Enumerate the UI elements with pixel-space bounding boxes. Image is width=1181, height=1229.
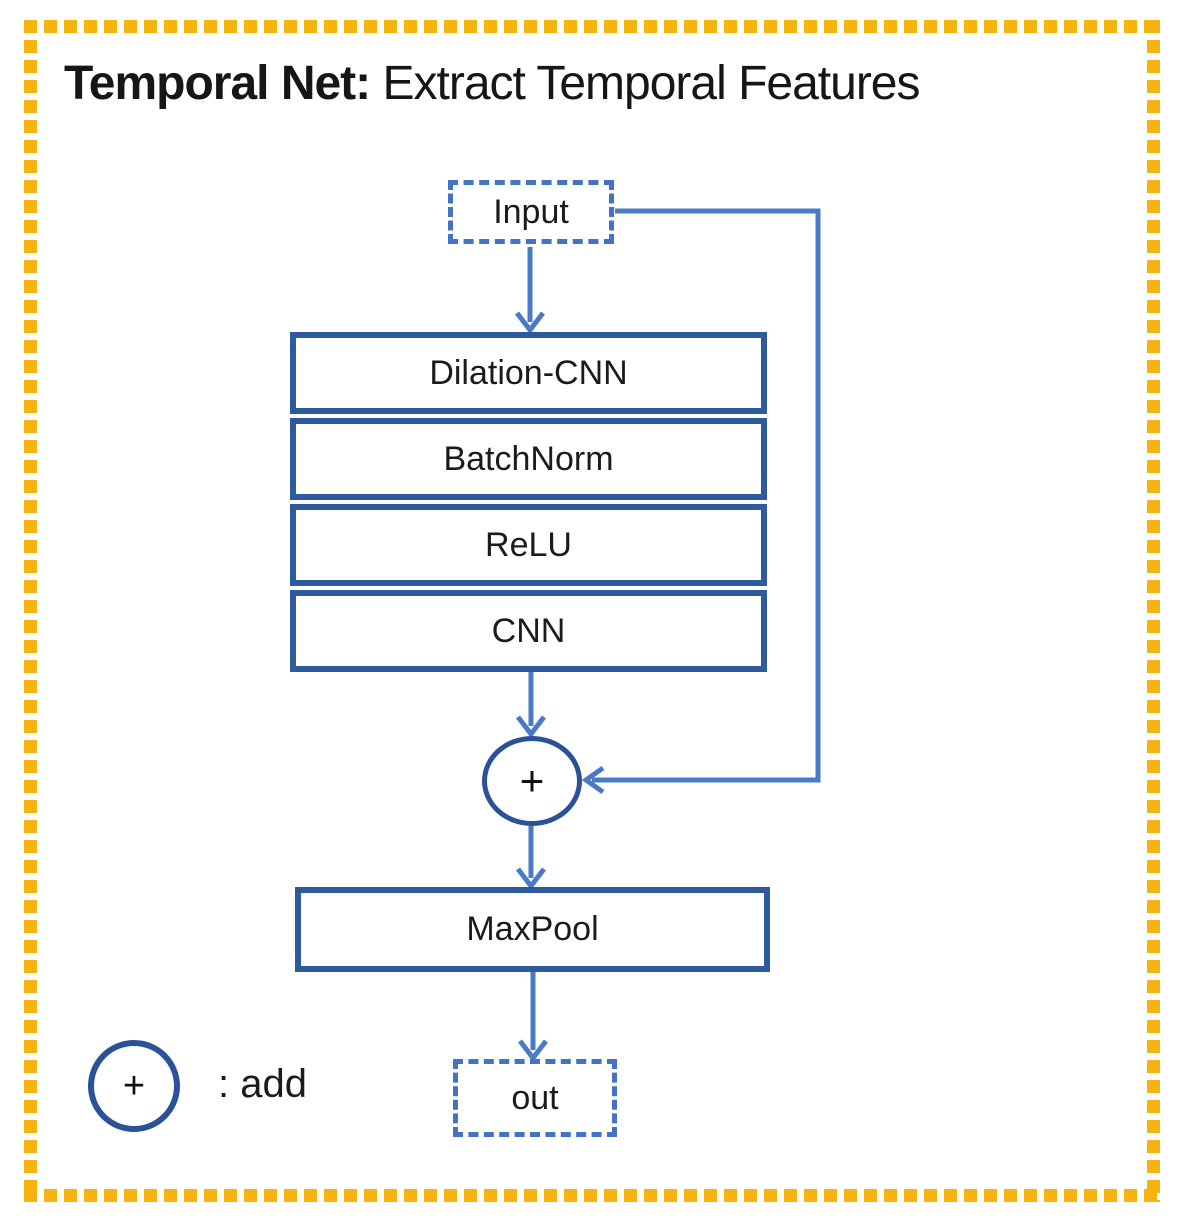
out-node: out — [453, 1059, 617, 1137]
add-to-maxpool-arrow — [516, 826, 546, 891]
stack-box-batchnorm: BatchNorm — [290, 418, 767, 500]
maxpool-node: MaxPool — [295, 887, 770, 972]
add-node: + — [482, 736, 582, 826]
legend-add-circle: + — [88, 1040, 180, 1132]
input-node: Input — [448, 180, 614, 244]
plus-icon: + — [519, 757, 545, 804]
stack-box-cnn: CNN — [290, 590, 767, 672]
frame-bottom-border — [24, 1189, 1160, 1202]
batchnorm-label: BatchNorm — [443, 439, 614, 478]
maxpool-label: MaxPool — [466, 910, 599, 948]
title-regular-segment: Extract Temporal Features — [370, 57, 920, 110]
legend-plus-icon: + — [122, 1064, 146, 1107]
page-title: Temporal Net: Extract Temporal Features — [64, 56, 921, 111]
input-node-label: Input — [493, 192, 569, 231]
maxpool-to-out-arrow — [518, 972, 548, 1063]
relu-label: ReLU — [485, 525, 572, 564]
frame-top-border — [24, 20, 1160, 33]
cnn-label: CNN — [491, 611, 566, 650]
stack-box-relu: ReLU — [290, 504, 767, 586]
title-bold-segment: Temporal Net: — [64, 57, 371, 110]
input-to-stack-arrow — [515, 247, 545, 335]
legend-label: : add — [218, 1062, 307, 1106]
dilation-cnn-label: Dilation-CNN — [429, 353, 628, 392]
layer-stack: Dilation-CNN BatchNorm ReLU CNN — [290, 332, 767, 672]
stack-box-dilation-cnn: Dilation-CNN — [290, 332, 767, 414]
out-node-label: out — [511, 1078, 559, 1117]
frame-right-border — [1147, 20, 1160, 1202]
cnn-to-add-arrow — [516, 672, 546, 739]
frame-left-border — [24, 20, 37, 1202]
